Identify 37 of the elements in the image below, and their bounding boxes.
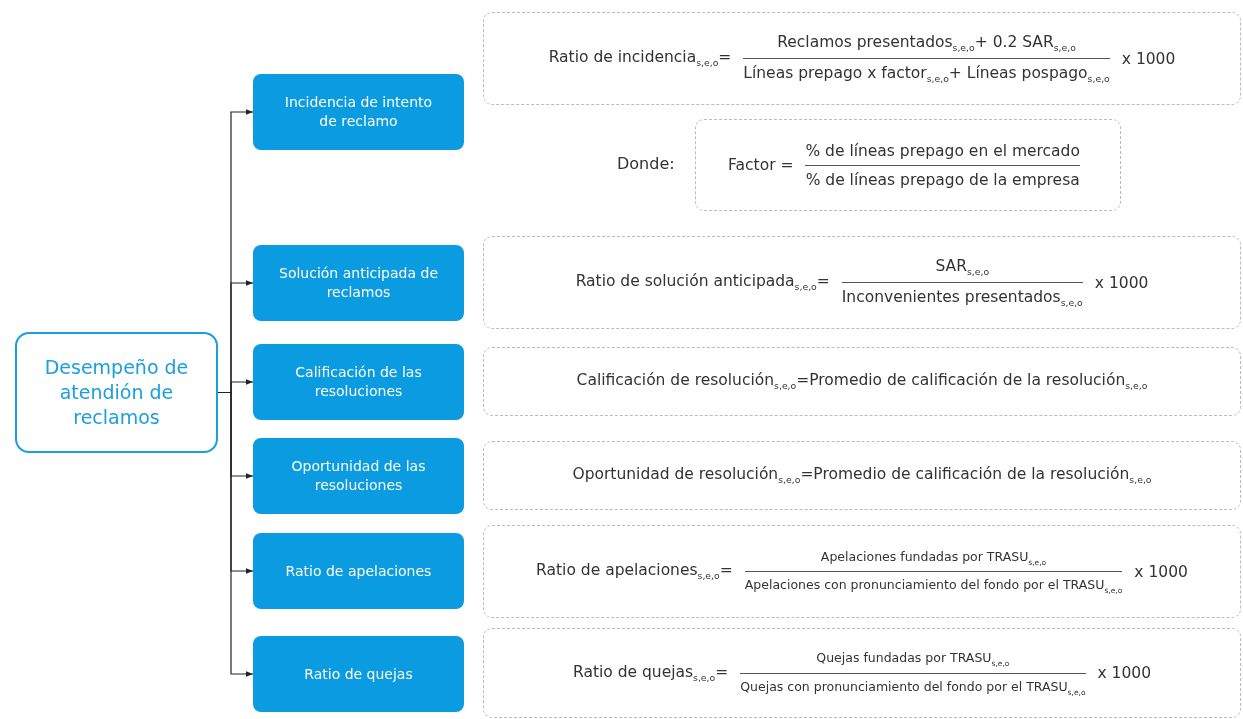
multiplier-text: x 1000 [1120,49,1177,68]
multiplier-text: x 1000 [1096,664,1153,682]
formula-panel [483,12,1241,105]
denominator-text: Inconvenientes presentados$_{s,e,o}$ [841,288,1083,309]
denominator-text: Líneas prepago x factor$_{s,e,o}$+ Líneas pospago$_{s,e,o}$ [743,64,1110,85]
formula-panel [483,236,1241,329]
formula-panel [483,628,1241,718]
formula-label: Factor = [727,156,795,174]
numerator-text: % de líneas prepago en el mercado [805,141,1080,160]
denominator-text: Apelaciones con pronunciamiento del fondo por el TRASU$_{s,e,o}$ [744,577,1123,595]
formula-panel [483,347,1241,416]
category-box: Desempeño de atendión de reclamos [15,332,218,453]
note-label: Donde: [617,154,675,173]
indicator-box: Ratio de apelaciones [253,533,464,609]
connector-arrow [217,391,254,677]
indicator-box: Ratio de quejas [253,636,464,712]
indicator-box: Calificación de las resoluciones [253,344,464,420]
formula-panel [483,441,1241,510]
numerator-text: Apelaciones fundadas por TRASU$_{s,e,o}$ [820,548,1047,566]
indicator-box: Incidencia de intento de reclamo [253,74,464,150]
indicator-box: Oportunidad de las resoluciones [253,438,464,514]
formula-label: Ratio de apelaciones$_{s,e,o}$= [535,561,734,582]
formula-text: Calificación de resolución$_{s,e,o}$=Promedio de calificación de la resolución$_{s,e,o}$ [575,371,1149,392]
numerator-text: Reclamos presentados$_{s,e,o}$+ 0.2 SAR$_{s,e,o}$ [777,32,1076,53]
formula-label: Ratio de incidencia$_{s,e,o}$= [547,48,733,69]
formula-panel [695,119,1121,211]
formula-text: Oportunidad de resolución$_{s,e,o}$=Promedio de calificación de la resolución$_{s,e,o}$ [571,465,1153,486]
multiplier-text: x 1000 [1093,273,1150,292]
numerator-text: SAR$_{s,e,o}$ [935,256,990,277]
formula-label: Ratio de solución anticipada$_{s,e,o}$= [574,272,831,293]
multiplier-text: x 1000 [1133,562,1189,581]
denominator-text: % de líneas prepago de la empresa [805,170,1080,189]
indicator-box: Solución anticipada de reclamos [253,245,464,321]
formula-label: Ratio de quejas$_{s,e,o}$= [571,662,730,684]
numerator-text: Quejas fundadas por TRASU$_{s,e,o}$ [816,650,1010,668]
denominator-text: Quejas con pronunciamiento del fondo por el TRASU$_{s,e,o}$ [740,678,1086,696]
formula-panel [483,525,1241,618]
